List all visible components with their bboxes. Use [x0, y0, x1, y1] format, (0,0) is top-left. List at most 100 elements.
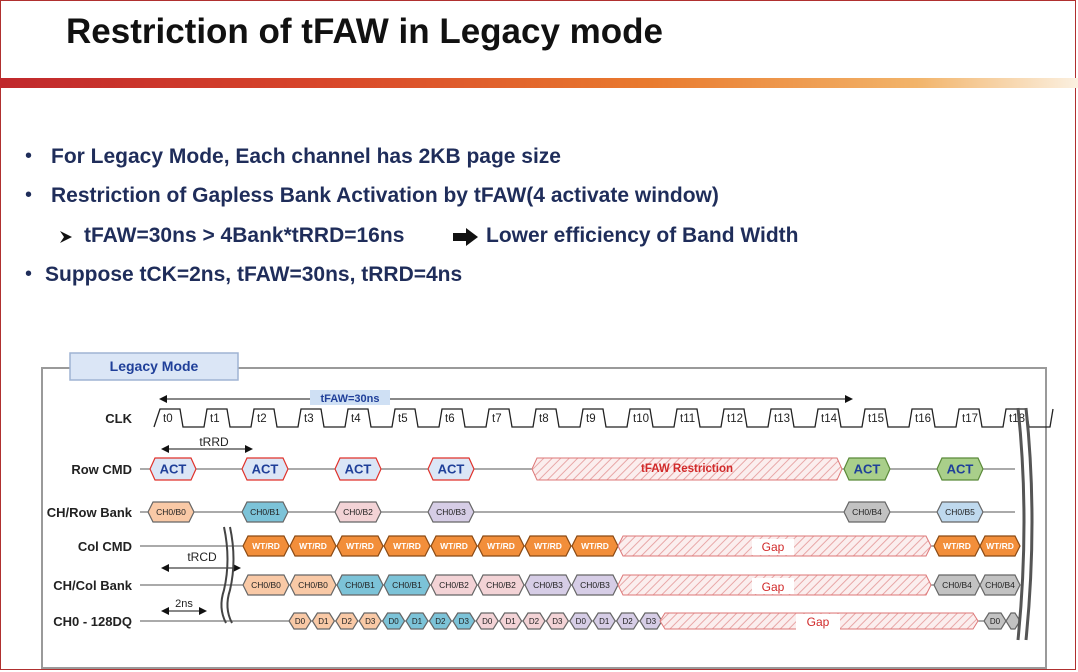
row-label: CLK: [105, 411, 132, 426]
col-bank-box: [477, 574, 525, 596]
col-bank-gap-label: Gap: [762, 580, 785, 594]
act-command-label: ACT: [345, 462, 372, 477]
col-cmd-box-label: WT/RD: [346, 541, 374, 551]
clock-tick-label: t13: [774, 413, 790, 425]
dq-data-box-label: D3: [646, 617, 657, 626]
row-label: CH0 - 128DQ: [53, 614, 132, 629]
clock-tick-label: t1: [210, 413, 220, 425]
break-mark: [226, 526, 235, 624]
act-command: [843, 457, 891, 481]
break-mark: [1016, 407, 1026, 641]
dq-data-box-label: D2: [622, 617, 633, 626]
bold-right-arrow-icon: [453, 228, 478, 246]
dq-data-box: [522, 612, 546, 630]
gap-label-bg: [796, 614, 840, 630]
col-bank-box-label: CH0/B1: [345, 580, 375, 590]
col-cmd-box-label: WT/RD: [487, 541, 515, 551]
row-label: Col CMD: [78, 539, 132, 554]
dq-data-box: [311, 612, 336, 630]
tfaw-restriction-band: [531, 457, 843, 481]
row-bank-box-label: CH0/B1: [250, 507, 280, 517]
act-command: [241, 457, 289, 481]
dq-data-box-label: D2: [435, 617, 446, 626]
dq-data-box: [288, 612, 312, 630]
act-command-label: ACT: [160, 462, 187, 477]
dq-data-box-label: D2: [529, 617, 540, 626]
col-bank-box-label: CH0/B0: [251, 580, 281, 590]
dq-data-box: [569, 612, 593, 630]
bullet-dot-icon: •: [25, 145, 33, 167]
clock-tick-label: t14: [821, 413, 838, 425]
col-bank-box: [242, 574, 290, 596]
dq-data-box: [498, 612, 523, 630]
dq-data-box-label: D0: [388, 617, 399, 626]
dq-data-box-label: D3: [459, 617, 470, 626]
col-cmd-box: [242, 535, 290, 557]
col-bank-box-label: CH0/B0: [298, 580, 328, 590]
col-bank-box-label: CH0/B4: [985, 580, 1015, 590]
gap-label-bg: [752, 539, 794, 555]
col-cmd-box-label: WT/RD: [440, 541, 468, 551]
bullet-dot-icon: •: [25, 184, 33, 206]
dq-data-box-label: D1: [412, 617, 423, 626]
trcd-label: tRCD: [187, 550, 217, 564]
clock-tick-label: t11: [680, 413, 695, 425]
clock-tick-label: t9: [586, 413, 596, 425]
col-cmd-box-label: WT/RD: [986, 541, 1014, 551]
col-bank-box-label: CH0/B2: [486, 580, 516, 590]
act-command: [334, 457, 382, 481]
dq-data-box-label: D0: [576, 617, 587, 626]
col-cmd-box-label: WT/RD: [943, 541, 971, 551]
clock-tick-label: t8: [539, 413, 549, 425]
row-bank-box-label: CH0/B3: [436, 507, 466, 517]
act-command-label: ACT: [854, 462, 881, 477]
dq-data-box: [358, 612, 382, 630]
act-command: [427, 457, 475, 481]
col-cmd-box: [336, 535, 384, 557]
col-cmd-box: [430, 535, 478, 557]
col-cmd-gap-label: Gap: [762, 540, 785, 554]
clock-tick-label: t17: [962, 413, 978, 425]
tfaw-label: tFAW=30ns: [321, 393, 380, 405]
dq-data-box-label: D3: [552, 617, 563, 626]
break-mark: [220, 526, 229, 624]
dq-data-box: [335, 612, 359, 630]
col-cmd-box: [289, 535, 337, 557]
dq-data-box-label: D1: [318, 617, 329, 626]
col-bank-box: [979, 574, 1021, 596]
row-label: CH/Row Bank: [47, 505, 133, 520]
dq-data-box-label: D0: [990, 617, 1001, 626]
clock-tick-label: t18: [1009, 413, 1025, 425]
dq-data-box: [545, 612, 570, 630]
col-bank-box-label: CH0/B3: [533, 580, 563, 590]
clock-tick-label: t4: [351, 413, 361, 425]
bullet-2: Restriction of Gapless Bank Activation b…: [51, 184, 719, 207]
clock-tick-label: t7: [492, 413, 502, 425]
act-command: [936, 457, 984, 481]
col-cmd-box-label: WT/RD: [299, 541, 327, 551]
clock-tick-label: t2: [257, 413, 267, 425]
clock-tick-label: t12: [727, 413, 743, 425]
col-cmd-box: [979, 535, 1021, 557]
dq-data-box-label: D3: [365, 617, 376, 626]
row-label: CH/Col Bank: [53, 578, 133, 593]
col-cmd-box: [477, 535, 525, 557]
row-bank-box: [427, 501, 475, 523]
bullet-dot-icon: •: [25, 263, 33, 285]
col-cmd-box-label: WT/RD: [581, 541, 609, 551]
clock-tick-label: t15: [868, 413, 884, 425]
dq-data-box-label: D1: [599, 617, 610, 626]
col-bank-box: [336, 574, 384, 596]
row-label: Row CMD: [71, 462, 132, 477]
col-cmd-box: [524, 535, 572, 557]
dq-data-box-label: D2: [342, 617, 353, 626]
diagram-border: [41, 367, 1047, 669]
slide-title: Restriction of tFAW in Legacy mode: [66, 12, 664, 51]
tck-label: 2ns: [175, 598, 193, 610]
clock-waveform: [153, 408, 1054, 428]
row-bank-box-label: CH0/B5: [945, 507, 975, 517]
clock-tick-label: t16: [915, 413, 931, 425]
dq-gap-label: Gap: [807, 615, 830, 629]
